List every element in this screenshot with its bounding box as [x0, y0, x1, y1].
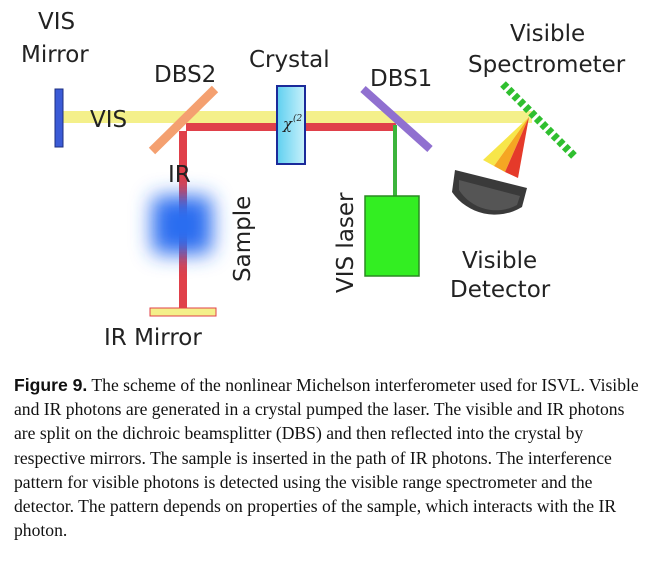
dbs1-beamsplitter	[360, 86, 433, 152]
visible-detector-shade	[459, 180, 520, 211]
detector-label-line1: Visible	[462, 248, 537, 274]
crystal	[276, 85, 306, 165]
ir-beam-label: IR	[168, 162, 191, 188]
vis-beam-label: VIS	[90, 107, 127, 133]
vis-laser-box	[364, 195, 420, 277]
sample-label: Sample	[230, 196, 256, 282]
crystal-chi-superscript: (2	[293, 113, 303, 124]
crystal-chi-symbol: χ	[282, 115, 293, 133]
interferometer-diagram: χ (2 VIS Mirror DBS2 Crystal DBS1 Visibl…	[21, 9, 626, 351]
spectrometer-grating	[500, 81, 579, 161]
spectrometer-label-line1: Visible	[510, 21, 585, 47]
pump-beam	[393, 125, 397, 197]
ir-mirror-label: IR Mirror	[104, 325, 202, 351]
caption-text: The scheme of the nonlinear Michelson in…	[14, 375, 639, 541]
ray-orange	[494, 117, 529, 172]
dbs1-label: DBS1	[370, 66, 432, 92]
figure-label: Figure 9.	[14, 375, 88, 395]
ray-yellow	[483, 117, 529, 166]
detector-label-line2: Detector	[450, 277, 551, 303]
vis-laser-label: VIS laser	[333, 192, 359, 293]
vis-mirror-label-line2: Mirror	[21, 42, 89, 68]
dbs2-label: DBS2	[154, 62, 216, 88]
figure-caption: Figure 9. The scheme of the nonlinear Mi…	[14, 373, 644, 542]
ray-red	[505, 117, 529, 178]
vis-mirror	[54, 88, 64, 148]
spectrometer-label-line2: Spectrometer	[468, 52, 626, 78]
crystal-label: Crystal	[249, 47, 330, 73]
dbs2-beamsplitter	[148, 85, 219, 155]
sample-blur	[152, 196, 212, 254]
vis-mirror-label-line1: VIS	[38, 9, 75, 35]
ir-mirror	[149, 307, 217, 317]
